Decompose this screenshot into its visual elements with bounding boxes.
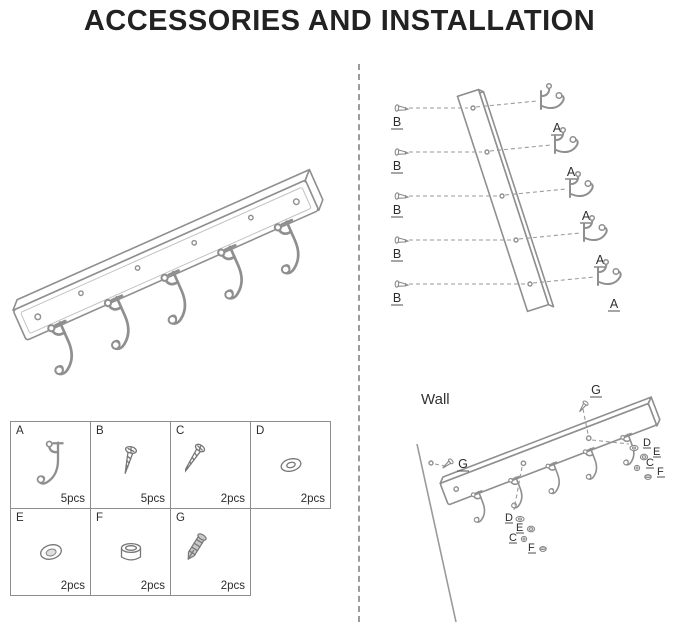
screw-icon [440,457,455,471]
ring-label: E [653,446,660,458]
anchor-callout-left: G [428,457,469,472]
screw-icon [394,192,409,201]
part-qty: 2pcs [60,580,85,592]
washer-label: D [643,437,651,449]
ring-icon [40,544,62,560]
screw-label: B [393,115,401,129]
anchor-label: G [458,457,468,471]
cap-label: F [528,542,535,554]
hook-callouts: A A A A A [475,82,622,312]
hook-label: A [596,253,605,267]
rack-board [12,168,324,378]
washer-icon [629,444,639,452]
screw-icon [394,280,409,289]
wall-anchor-icon [187,533,207,560]
part-cell-e: E 2pcs [10,508,91,596]
parts-table: A 5pcs B 5pcs C [10,421,331,596]
anchor-callout-top: G [576,383,602,435]
coat-rack-illustration [2,70,354,387]
part-letter: A [16,425,24,437]
part-cell-g: G 2pcs [170,508,251,596]
part-letter: B [96,425,104,437]
section-divider [358,64,360,622]
washer-label: D [505,512,513,524]
screw-label: C [509,532,517,544]
page-title: ACCESSORIES AND INSTALLATION [83,5,596,37]
ring-icon [526,525,536,533]
part-letter: C [176,425,185,437]
parts-table-row: E 2pcs F 2pcs [10,508,331,596]
mounted-rack [439,396,661,524]
washer-icon [280,458,302,472]
long-screw-icon [185,443,206,476]
wall-label: Wall [421,391,450,408]
part-letter: G [176,512,185,524]
wall-edge-line [416,443,457,623]
hook-label: A [610,297,619,311]
screw-icon [394,104,409,113]
part-letter: D [256,425,265,437]
installation-drawing: Wall G [416,383,665,623]
exploded-board [456,88,555,313]
double-hook-icon [36,440,64,485]
screw-callouts: B B B B B [391,104,525,306]
mount-hole [292,198,300,206]
screw-label: B [393,203,401,217]
cap-label: F [657,466,664,478]
screw-label: C [646,457,654,469]
spacer-ring-icon [120,542,142,561]
hardware-callout-middle: D E C F [505,466,547,554]
part-cell-d: D 2pcs [250,421,331,509]
exploded-view: B B B B B [383,62,673,367]
short-screw-icon [124,445,138,474]
hook-label: A [567,165,576,179]
screw-label: B [393,159,401,173]
screw-head-icon [633,464,641,472]
anchor-label: G [591,383,601,397]
part-letter: F [96,512,104,524]
ring-label: E [516,522,523,534]
part-cell-a: A 5pcs [10,421,91,509]
screw-head-icon [520,535,528,543]
part-qty: 5pcs [60,493,85,505]
cap-icon [644,474,652,480]
exploded-view-drawing: B B B B B [391,82,622,313]
part-cell-c: C 2pcs [170,421,251,509]
mount-hole [34,313,42,321]
cap-icon [539,546,547,552]
hook-label: A [582,209,591,223]
hook-icon [540,82,565,110]
washer-icon [515,515,525,523]
part-letter: E [16,512,24,524]
screw-icon [394,236,409,245]
part-cell-b: B 5pcs [90,421,171,509]
part-qty: 2pcs [140,580,165,592]
part-qty: 2pcs [300,493,325,505]
hardware-callout-right: D E C F [591,437,665,480]
part-qty: 5pcs [140,493,165,505]
screw-label: B [393,247,401,261]
hook-label: A [553,121,562,135]
coat-rack-drawing [12,168,324,378]
part-qty: 2pcs [220,580,245,592]
part-cell-f: F 2pcs [90,508,171,596]
installation-diagram: Wall G [393,382,677,631]
part-qty: 2pcs [220,493,245,505]
parts-table-row: A 5pcs B 5pcs C [10,421,331,509]
screw-label: B [393,291,401,305]
screw-icon [394,148,409,157]
